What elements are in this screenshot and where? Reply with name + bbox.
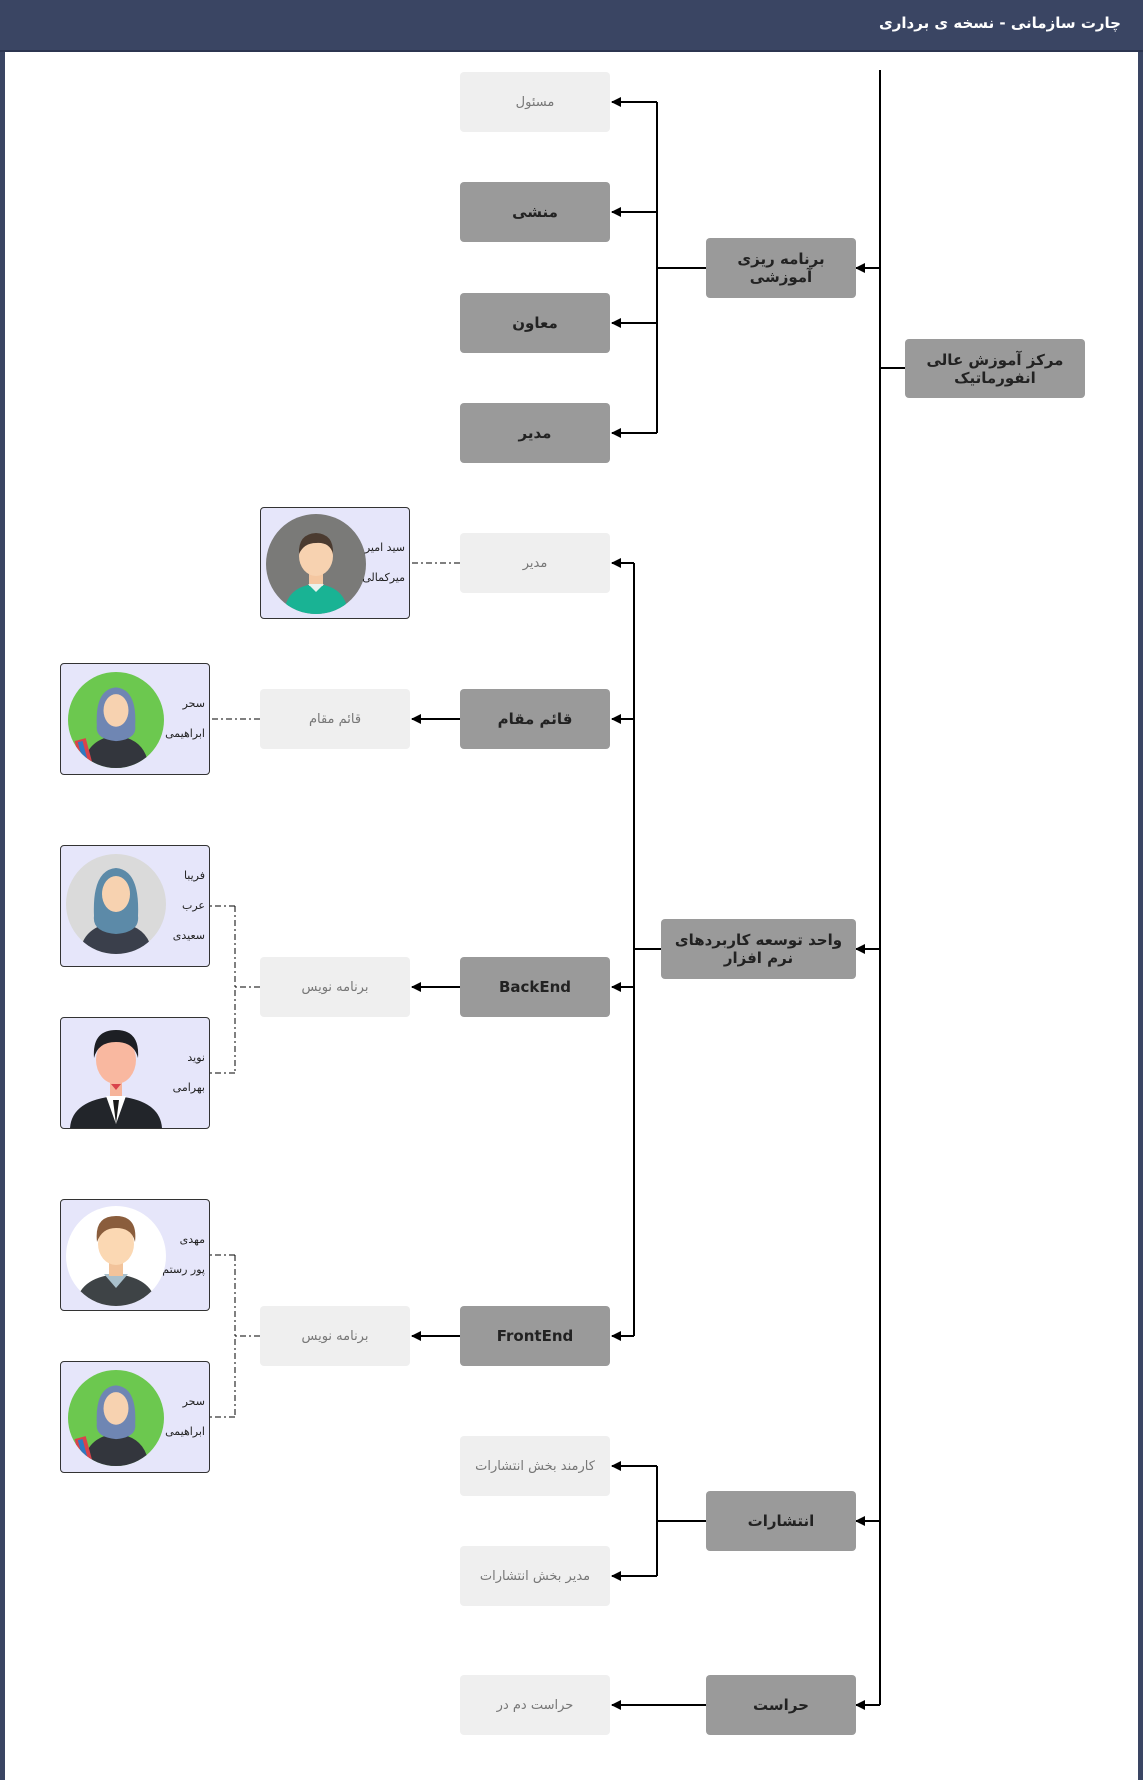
person-card-backend-1[interactable]: فریبا عرب سعیدی xyxy=(60,845,210,967)
avatar-female-icon xyxy=(66,854,166,954)
node-planning[interactable]: برنامه ریزی آموزشی xyxy=(706,238,856,298)
node-security-door[interactable]: حراست دم در xyxy=(460,1675,610,1735)
node-frontend[interactable]: FrontEnd xyxy=(460,1306,610,1366)
node-planning-modir[interactable]: مدیر xyxy=(460,403,610,463)
node-software-deputy[interactable]: قائم مقام xyxy=(460,689,610,749)
person-card-frontend-2[interactable]: سحر ابراهیمی xyxy=(60,1361,210,1473)
avatar-female-student-icon xyxy=(68,672,164,768)
node-planning-moaven[interactable]: معاون xyxy=(460,293,610,353)
node-backend-role[interactable]: برنامه نویس xyxy=(260,957,410,1017)
node-publications-employee[interactable]: کارمند بخش انتشارات xyxy=(460,1436,610,1496)
person-card-manager[interactable]: سید امیر میرکمالی xyxy=(260,507,410,619)
person-names: سحر ابراهیمی xyxy=(165,697,205,740)
page-title: چارت سازمانی - نسخه ی برداری xyxy=(879,14,1121,32)
title-bar: چارت سازمانی - نسخه ی برداری xyxy=(0,0,1143,52)
node-backend[interactable]: BackEnd xyxy=(460,957,610,1017)
node-security[interactable]: حراست xyxy=(706,1675,856,1735)
node-software-manager-role[interactable]: مدیر xyxy=(460,533,610,593)
person-card-backend-2[interactable]: نوید بهرامی xyxy=(60,1017,210,1129)
node-software[interactable]: واحد توسعه کاربردهای نرم افزار xyxy=(661,919,856,979)
node-planning-masoul[interactable]: مسئول xyxy=(460,72,610,132)
person-names: فریبا عرب سعیدی xyxy=(172,869,205,942)
node-publications[interactable]: انتشارات xyxy=(706,1491,856,1551)
avatar-female-student-icon xyxy=(68,1370,164,1466)
person-names: سید امیر میرکمالی xyxy=(362,541,405,584)
node-deputy-role[interactable]: قائم مقام xyxy=(260,689,410,749)
node-root[interactable]: مرکز آموزش عالی انفورماتیک xyxy=(905,339,1085,398)
avatar-male-casual-icon xyxy=(66,1206,166,1306)
avatar-male-suit-icon xyxy=(70,1030,162,1128)
node-publications-manager[interactable]: مدیر بخش انتشارات xyxy=(460,1546,610,1606)
person-names: نوید بهرامی xyxy=(172,1051,205,1094)
person-card-frontend-1[interactable]: مهدی پور رستم xyxy=(60,1199,210,1311)
avatar-male-icon xyxy=(266,514,366,614)
person-names: مهدی پور رستم xyxy=(162,1233,205,1276)
node-frontend-role[interactable]: برنامه نویس xyxy=(260,1306,410,1366)
person-card-deputy[interactable]: سحر ابراهیمی xyxy=(60,663,210,775)
person-names: سحر ابراهیمی xyxy=(165,1395,205,1438)
node-planning-monshi[interactable]: منشی xyxy=(460,182,610,242)
